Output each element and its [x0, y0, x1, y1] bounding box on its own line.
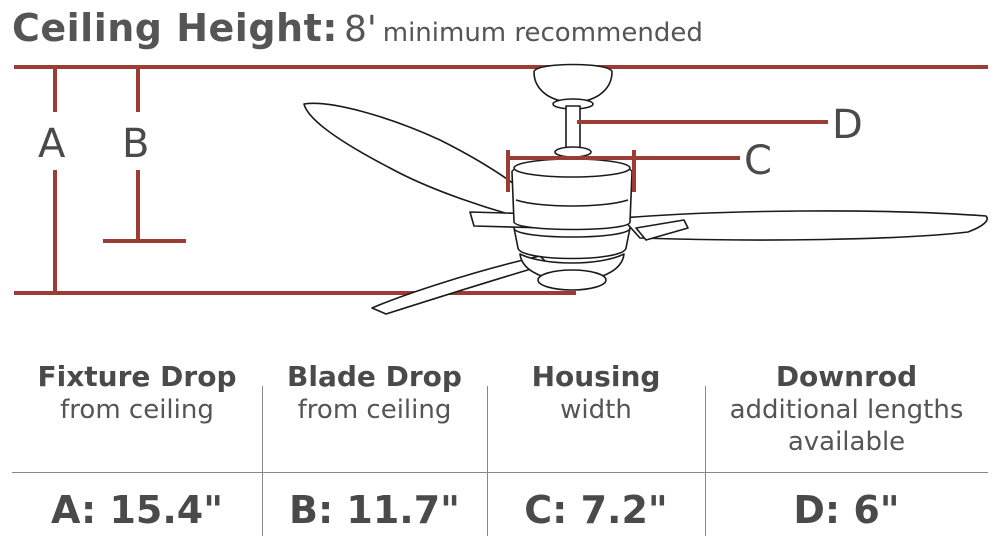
housing-top: [513, 158, 631, 178]
spec-fixture-drop: Fixture Drop from ceiling: [12, 360, 262, 426]
spec-description: additional lengths available: [729, 395, 964, 457]
spec-heading: Downrod: [775, 360, 918, 393]
value-downrod: D: 6": [793, 488, 900, 532]
spec-heading: Fixture Drop: [37, 360, 237, 393]
dimension-c-label: C: [744, 138, 772, 184]
ceiling-fan-illustration: [303, 63, 988, 315]
switch-housing: [513, 227, 631, 260]
blade-iron-right: [635, 219, 689, 241]
ceiling-height-label: Ceiling Height:: [12, 6, 338, 50]
ceiling-height-note: minimum recommended: [382, 18, 703, 48]
blade-lower-left: [371, 255, 549, 315]
dimension-a-label: A: [38, 121, 66, 167]
value-housing: C: 7.2": [524, 488, 668, 532]
spec-housing: Housing width: [487, 360, 705, 426]
table-divider-2: [487, 386, 488, 536]
table-divider-3: [705, 386, 706, 536]
blade-upper-left: [303, 102, 549, 223]
downrod-coupler: [554, 146, 592, 158]
spec-heading: Housing: [531, 360, 661, 393]
page-title: Ceiling Height:8'minimum recommended: [12, 6, 703, 50]
spec-heading: Blade Drop: [287, 360, 462, 393]
value-blade-drop: B: 11.7": [289, 488, 460, 532]
dimension-b-label: B: [122, 121, 149, 167]
housing-band: [515, 199, 629, 207]
blade-right: [621, 210, 988, 241]
spec-blade-drop: Blade Drop from ceiling: [262, 360, 487, 426]
table-divider-1: [262, 386, 263, 536]
spec-description: width: [560, 395, 632, 425]
table-rule: [12, 472, 988, 473]
value-fixture-drop: A: 15.4": [50, 488, 224, 532]
light-lens: [537, 269, 607, 291]
ceiling-height-value: 8': [343, 9, 377, 50]
spec-description: from ceiling: [60, 395, 214, 425]
downrod: [565, 105, 581, 151]
dimension-d-label: D: [832, 102, 863, 148]
canopy: [533, 63, 613, 103]
spec-description: from ceiling: [297, 395, 452, 425]
spec-downrod: Downrod additional lengths available: [705, 360, 988, 458]
